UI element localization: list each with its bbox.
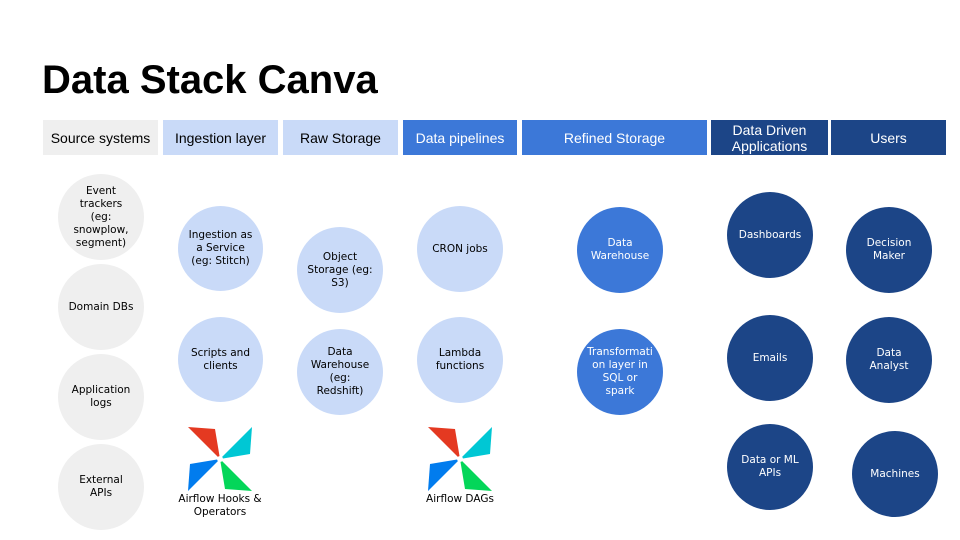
airflow-dags-caption: Airflow DAGs xyxy=(426,493,494,505)
header-data-driven-applications: Data Driven Applications xyxy=(711,120,828,155)
header-data-pipelines: Data pipelines xyxy=(403,120,517,155)
node-data-analyst: Data Analyst xyxy=(846,317,932,403)
node-data-or-ml-apis: Data or ML APIs xyxy=(727,424,813,510)
node-object-storage: Object Storage (eg: S3) xyxy=(297,227,383,313)
node-scripts-and-clients: Scripts and clients xyxy=(178,317,263,402)
node-ingestion-as-a-service: Ingestion as a Service (eg: Stitch) xyxy=(178,206,263,291)
header-refined-storage: Refined Storage xyxy=(522,120,707,155)
node-refined-data-warehouse: Data Warehouse xyxy=(577,207,663,293)
node-cron-jobs: CRON jobs xyxy=(417,206,503,292)
node-external-apis: External APIs xyxy=(58,444,144,530)
node-application-logs: Application logs xyxy=(58,354,144,440)
node-event-trackers: Event trackers (eg: snowplow, segment) xyxy=(58,174,144,260)
header-ingestion-layer: Ingestion layer xyxy=(163,120,278,155)
page-title: Data Stack Canva xyxy=(42,58,378,102)
airflow-pinwheel-icon xyxy=(188,427,252,491)
node-transformation-layer: Transformati on layer in SQL or spark xyxy=(577,329,663,415)
header-raw-storage: Raw Storage xyxy=(283,120,398,155)
airflow-pinwheel-icon xyxy=(428,427,492,491)
node-decision-maker: Decision Maker xyxy=(846,207,932,293)
node-emails: Emails xyxy=(727,315,813,401)
node-raw-data-warehouse: Data Warehouse (eg: Redshift) xyxy=(297,329,383,415)
node-machines: Machines xyxy=(852,431,938,517)
node-dashboards: Dashboards xyxy=(727,192,813,278)
header-users: Users xyxy=(831,120,946,155)
node-lambda-functions: Lambda functions xyxy=(417,317,503,403)
node-domain-dbs: Domain DBs xyxy=(58,264,144,350)
header-source-systems: Source systems xyxy=(43,120,158,155)
airflow-hooks-caption: Airflow Hooks & Operators xyxy=(178,493,262,518)
